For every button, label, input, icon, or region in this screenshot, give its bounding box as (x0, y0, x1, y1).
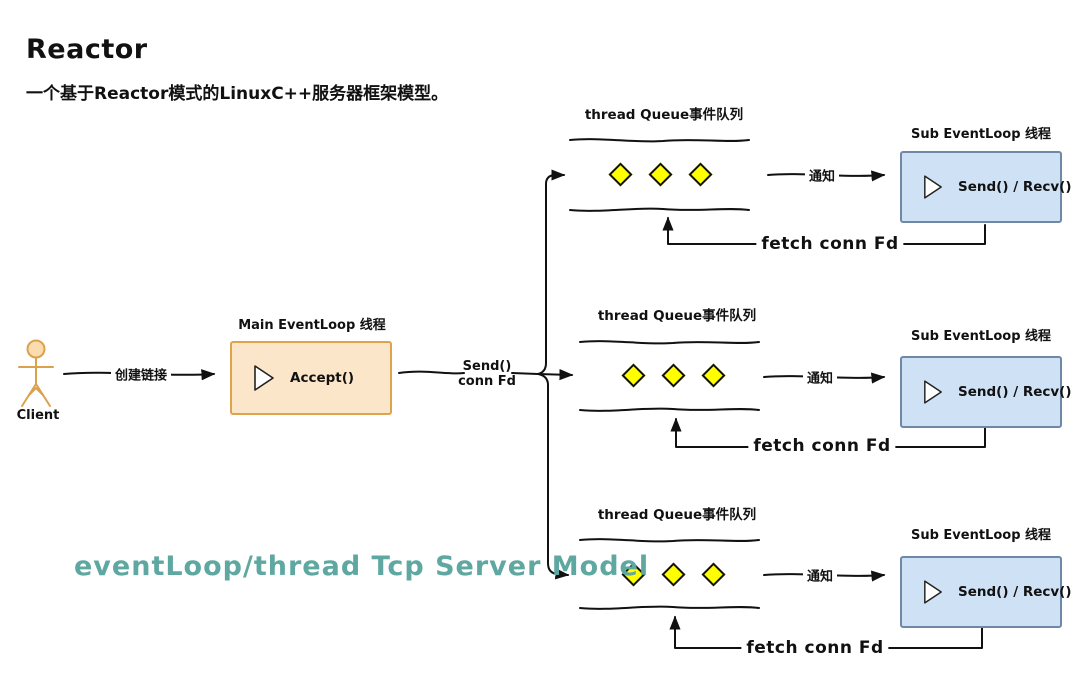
stick-figure-icon (18, 339, 54, 407)
sub-eventloop-action-1: Send() / Recv() (958, 179, 1072, 195)
play-icon (924, 580, 942, 604)
sub-eventloop-box-2: Send() / Recv() (900, 356, 1072, 428)
sub-eventloop-box-3: Send() / Recv() (900, 556, 1072, 628)
client-label: Client (16, 408, 60, 423)
queue-title-1: thread Queue事件队列 (584, 107, 744, 123)
queue-top-rail-3 (579, 538, 760, 543)
queue-title-2: thread Queue事件队列 (597, 308, 757, 324)
main-eventloop-box: Accept() (230, 341, 392, 415)
send-connfd-label: Send() conn Fd (458, 359, 516, 389)
create-connection-label: 创建链接 (110, 364, 172, 384)
event-diamond (661, 562, 686, 587)
queue-top-rail-1 (569, 138, 750, 143)
sub-eventloop-title-2: Sub EventLoop 线程 (910, 329, 1052, 344)
event-diamond (688, 162, 713, 187)
play-icon (254, 365, 274, 391)
play-icon (924, 175, 942, 199)
queue-items-1 (608, 162, 713, 187)
queue-bottom-rail-2 (579, 407, 760, 412)
notify-label-2: 通知 (802, 367, 838, 387)
send-label-line2: conn Fd (458, 374, 516, 389)
play-icon (924, 380, 942, 404)
event-diamond (661, 363, 686, 388)
branch-to-bottom-queue (537, 373, 570, 580)
queue-bottom-rail-3 (579, 605, 760, 610)
queue-title-3: thread Queue事件队列 (597, 507, 757, 523)
event-diamond (608, 162, 633, 187)
event-diamond (621, 363, 646, 388)
sub-eventloop-box-1: Send() / Recv() (900, 151, 1072, 223)
queue-items-2 (621, 363, 726, 388)
notify-label-3: 通知 (802, 565, 838, 585)
branch-to-top-queue (537, 169, 566, 375)
event-diamond (701, 562, 726, 587)
main-eventloop-title: Main EventLoop 线程 (238, 318, 386, 333)
fetch-label-1: fetch conn Fd (756, 234, 904, 254)
page-title: Reactor (26, 34, 148, 65)
diagram-caption: eventLoop/thread Tcp Server Model (74, 551, 650, 582)
main-eventloop-action: Accept() (290, 370, 355, 386)
fetch-label-2: fetch conn Fd (748, 436, 896, 456)
sub-eventloop-title-3: Sub EventLoop 线程 (910, 528, 1052, 543)
queue-bottom-rail-1 (569, 207, 750, 212)
client-actor (10, 337, 66, 415)
event-diamond (648, 162, 673, 187)
notify-label-1: 通知 (804, 165, 840, 185)
sub-eventloop-action-2: Send() / Recv() (958, 384, 1072, 400)
sub-eventloop-title-1: Sub EventLoop 线程 (910, 127, 1052, 142)
send-label-line1: Send() (462, 359, 512, 374)
page-subtitle: 一个基于Reactor模式的LinuxC++服务器框架模型。 (26, 84, 449, 104)
fetch-label-3: fetch conn Fd (741, 638, 889, 658)
sub-eventloop-action-3: Send() / Recv() (958, 584, 1072, 600)
branch-to-middle-queue (537, 369, 574, 381)
event-diamond (701, 363, 726, 388)
queue-top-rail-2 (579, 340, 760, 345)
